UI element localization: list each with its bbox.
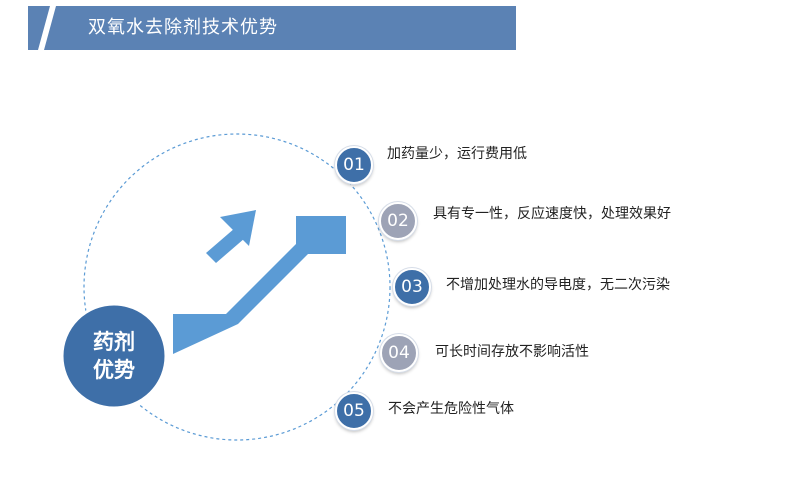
page-title: 双氧水去除剂技术优势 [88, 17, 278, 38]
item-text-01: 加药量少，运行费用低 [387, 146, 527, 162]
center-label-line1: 药剂 [93, 330, 135, 354]
dashed-ring [83, 133, 391, 441]
title-accent-slash [38, 6, 56, 50]
item-text-04: 可长时间存放不影响活性 [435, 344, 589, 360]
badge-01: 01 [335, 146, 373, 184]
badge-04: 04 [380, 334, 418, 372]
item-text-03: 不增加处理水的导电度，无二次污染 [446, 277, 670, 293]
center-label: 药剂 优势 [64, 306, 164, 406]
badge-02: 02 [379, 202, 417, 240]
title-bar: 双氧水去除剂技术优势 [28, 6, 516, 50]
center-label-line2: 优势 [93, 358, 135, 382]
escalator-shape [173, 216, 346, 354]
item-text-02: 具有专一性，反应速度快，处理效果好 [433, 206, 671, 222]
up-arrow-icon [206, 210, 256, 263]
center-circle [60, 302, 168, 410]
badge-03: 03 [393, 268, 431, 306]
badge-05: 05 [335, 392, 373, 430]
item-text-05: 不会产生危险性气体 [388, 401, 514, 417]
